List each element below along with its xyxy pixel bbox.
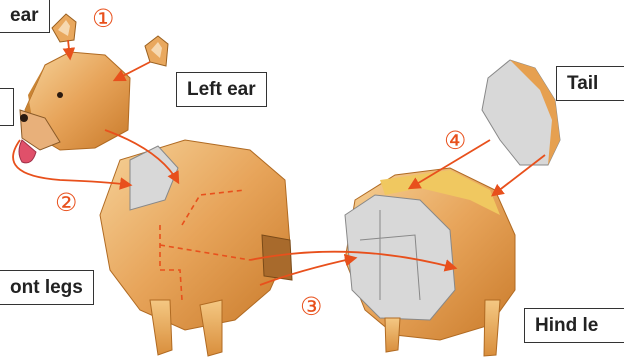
- right-ear-piece: [52, 14, 76, 42]
- front-body-model: [100, 140, 292, 356]
- step-number-2: ②: [55, 190, 77, 215]
- tail-label: Tail: [556, 66, 624, 101]
- right-ear-label: ear: [0, 0, 50, 33]
- left-ear-piece: [145, 36, 168, 66]
- left-ear-label: Left ear: [176, 72, 267, 107]
- hind-legs-label: Hind le: [524, 308, 624, 343]
- face-label: [0, 88, 14, 126]
- step-number-4: ④: [444, 128, 466, 153]
- step-number-3: ③: [300, 294, 322, 319]
- step-number-1: ①: [92, 6, 114, 31]
- front-legs-label: ont legs: [0, 270, 94, 305]
- tail-piece: [482, 60, 560, 165]
- head-model: [19, 52, 130, 163]
